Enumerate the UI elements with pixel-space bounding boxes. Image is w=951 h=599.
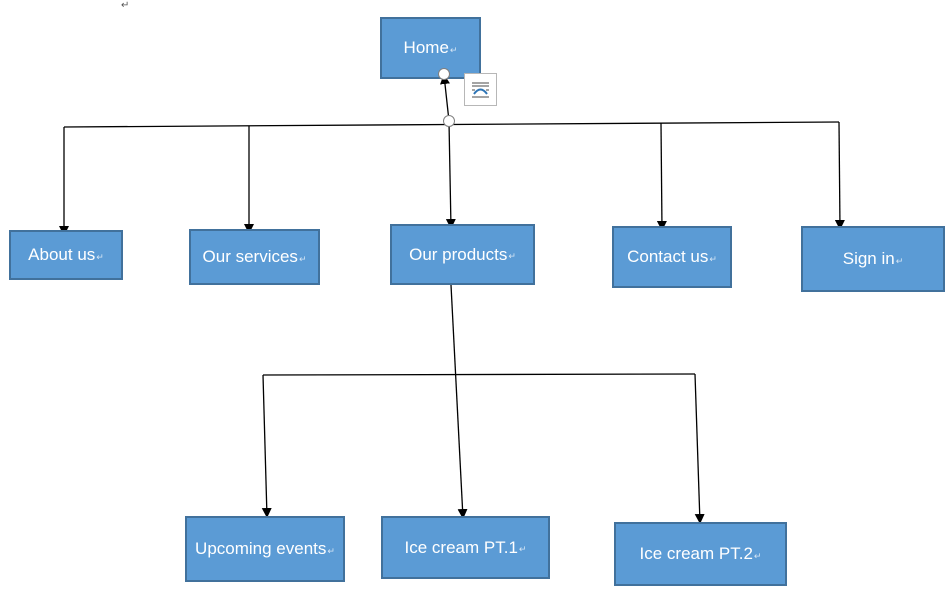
paragraph-mark: ↵ [895,255,904,266]
layout-options-icon [472,82,489,98]
connector-upcoming-events [261,374,272,518]
node-ice-cream-pt2-label: Ice cream PT.2 [639,544,753,563]
node-ice-cream-pt1-label: Ice cream PT.1 [404,537,518,557]
paragraph-mark: ↵ [518,544,527,554]
connector-bottom-bus [262,373,696,376]
paragraph-mark: ↵ [709,253,717,264]
connector-ice-cream-pt2 [694,373,705,524]
node-contact-us-label: Contact us [627,247,709,266]
paragraph-mark: ↵ [449,44,458,55]
node-about-us[interactable]: About us↵ [9,230,123,280]
paragraph-mark: ↵ [121,0,130,11]
node-upcoming-events[interactable]: Upcoming events↵ [185,516,345,582]
connector-start-handle-icon[interactable] [438,68,450,80]
node-contact-us[interactable]: Contact us↵ [612,226,732,288]
paragraph-mark: ↵ [327,545,335,556]
node-our-services[interactable]: Our services↵ [189,229,320,285]
layout-options-button[interactable] [464,73,497,106]
connector-end-handle-icon[interactable] [443,115,455,127]
node-our-products-label: Our products [409,244,508,264]
node-sign-in[interactable]: Sign in↵ [801,226,945,292]
node-home[interactable]: Home↵ [380,17,481,79]
node-our-services-label: Our services [202,247,298,266]
node-upcoming-events-label: Upcoming events [195,539,327,558]
node-about-us-label: About us [28,245,96,264]
paragraph-mark: ↵ [508,251,516,261]
paragraph-mark: ↵ [753,550,762,561]
paragraph-mark: ↵ [96,251,104,262]
node-ice-cream-pt1[interactable]: Ice cream PT.1↵ [381,516,550,579]
connector-sign-in [834,121,845,230]
node-our-products[interactable]: Our products↵ [390,224,535,285]
connector-contact-us [656,122,667,231]
connector-our-products [445,121,456,229]
node-home-label: Home [403,38,449,57]
paragraph-mark: ↵ [298,253,307,264]
connector-ice-cream-pt1 [445,275,468,519]
node-sign-in-label: Sign in [842,249,895,268]
node-ice-cream-pt2[interactable]: Ice cream PT.2↵ [614,522,787,586]
